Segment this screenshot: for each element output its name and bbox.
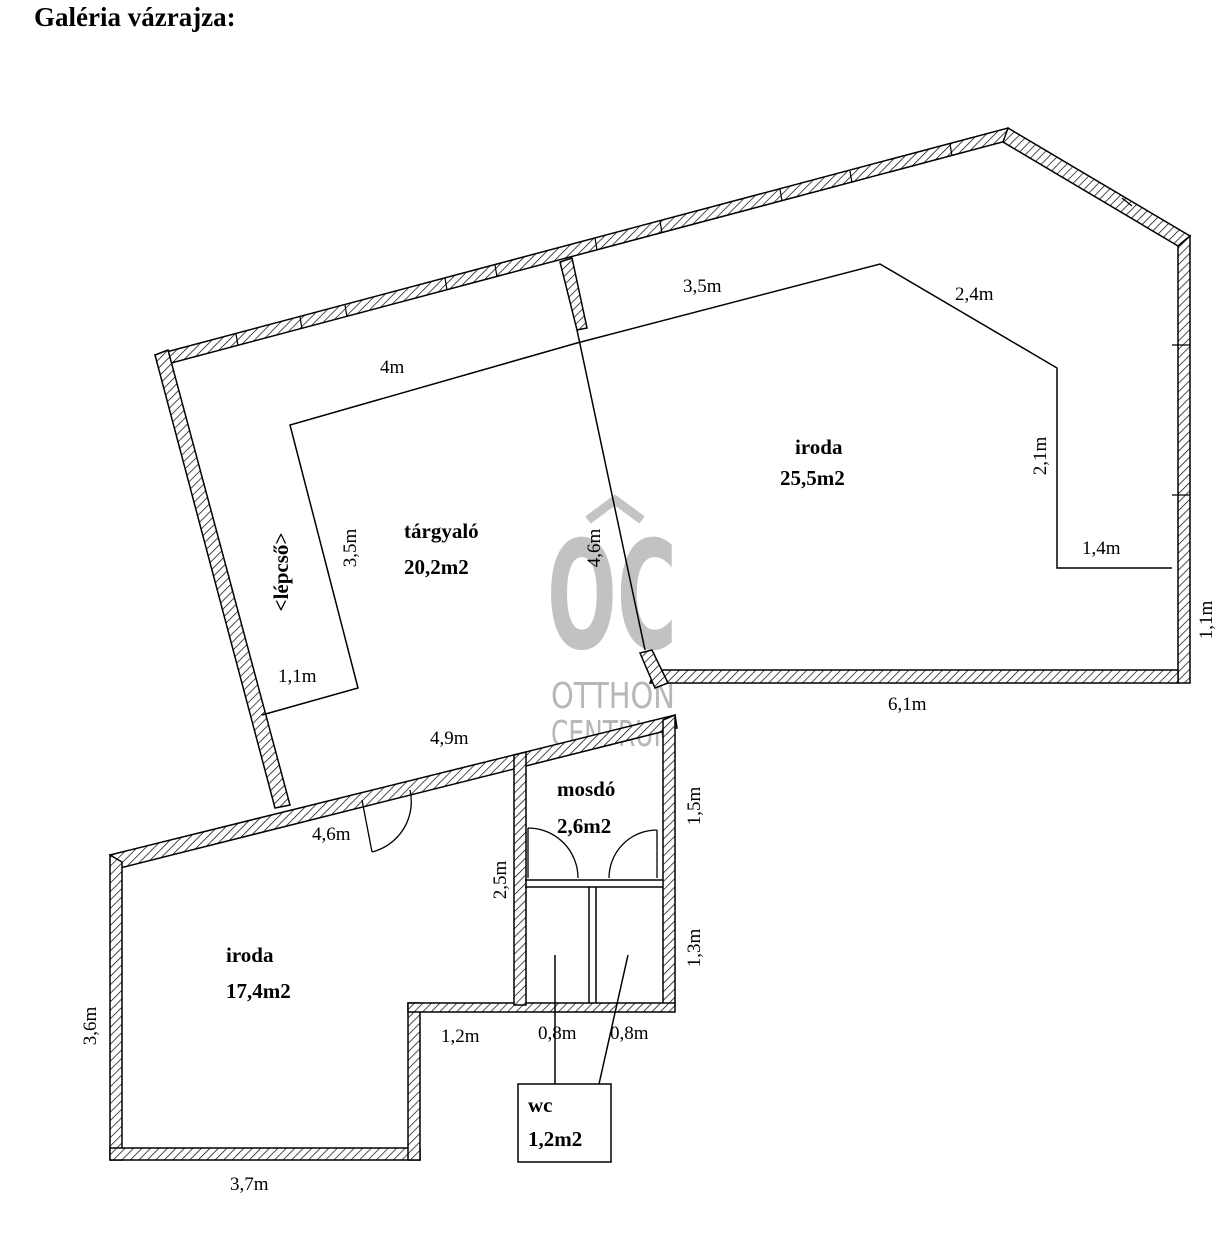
dim-2-5m: 2,5m [490, 861, 511, 900]
page-title: Galéria vázrajza: [34, 2, 236, 32]
door-arc-1 [371, 789, 412, 853]
room-mosdo-area: 2,6m2 [557, 814, 611, 838]
dim-1-2m: 1,2m [441, 1026, 480, 1047]
window-marks [235, 143, 1190, 496]
dim-0-8m-b: 0,8m [610, 1023, 649, 1044]
wc-box [517, 1083, 612, 1163]
dim-4m: 4m [380, 357, 405, 378]
room-mosdo-name: mosdó [557, 777, 615, 801]
room-iroda-top-name: iroda [795, 435, 843, 459]
room-iroda-top-area: 25,5m2 [780, 466, 845, 490]
wall-bottom [109, 1147, 421, 1161]
dim-3-5m-left: 3,5m [340, 529, 361, 568]
room-iroda-bottom-name: iroda [226, 943, 274, 967]
wall-step-horizontal [407, 1002, 676, 1013]
doors [361, 789, 658, 879]
room-iroda-bottom-area: 17,4m2 [226, 979, 291, 1003]
wall-step-vertical [407, 1002, 421, 1161]
dim-4-6m-low: 4,6m [312, 824, 351, 845]
wall-left-bottom [109, 853, 123, 1161]
door-arc-2 [527, 827, 579, 879]
walls [108, 126, 1192, 1161]
wall-top-long [153, 127, 1011, 367]
wall-mosdo-right [662, 713, 676, 1006]
wall-mosdo-left [513, 751, 527, 1006]
wall-top-right-diagonal [1002, 126, 1192, 247]
room-wc-name: wc [528, 1093, 553, 1117]
dim-4-6m-mid: 4,6m [584, 529, 605, 568]
dim-2-4m: 2,4m [955, 284, 994, 305]
room-lepcso-name: <lépcső> [269, 533, 293, 612]
door-arc-3 [608, 829, 658, 879]
dim-1-5m: 1,5m [684, 787, 705, 826]
dim-4-9m: 4,9m [430, 728, 469, 749]
dim-1-1m-left: 1,1m [278, 666, 317, 687]
dim-1-4m: 1,4m [1082, 538, 1121, 559]
stair-outline [261, 263, 1172, 716]
dim-2-1m: 2,1m [1030, 437, 1051, 476]
dim-1-1m-right: 1,1m [1196, 601, 1217, 640]
watermark: OC OTTHON CENTRUM [547, 494, 677, 755]
room-wc-area: 1,2m2 [528, 1127, 582, 1151]
dim-3-5m-top: 3,5m [683, 276, 722, 297]
dim-0-8m-a: 0,8m [538, 1023, 577, 1044]
wall-left-targyalo [154, 349, 291, 809]
room-targyalo-name: tárgyaló [404, 519, 479, 543]
wall-bottom-right [648, 669, 1179, 684]
partition-thin [576, 329, 646, 651]
door-leaf-1 [361, 799, 373, 853]
room-targyalo-area: 20,2m2 [404, 555, 469, 579]
dim-3-7m: 3,7m [230, 1174, 269, 1195]
dim-6-1m: 6,1m [888, 694, 927, 715]
wall-right [1177, 234, 1191, 684]
watermark-logo: OC [547, 510, 677, 684]
dim-1-3m: 1,3m [684, 929, 705, 968]
inner-lines [261, 263, 1172, 1163]
wall-partition-top [559, 257, 588, 331]
watermark-roof-icon [585, 494, 645, 524]
wall-mid-diagonal [638, 649, 670, 689]
dim-3-6m: 3,6m [80, 1007, 101, 1046]
